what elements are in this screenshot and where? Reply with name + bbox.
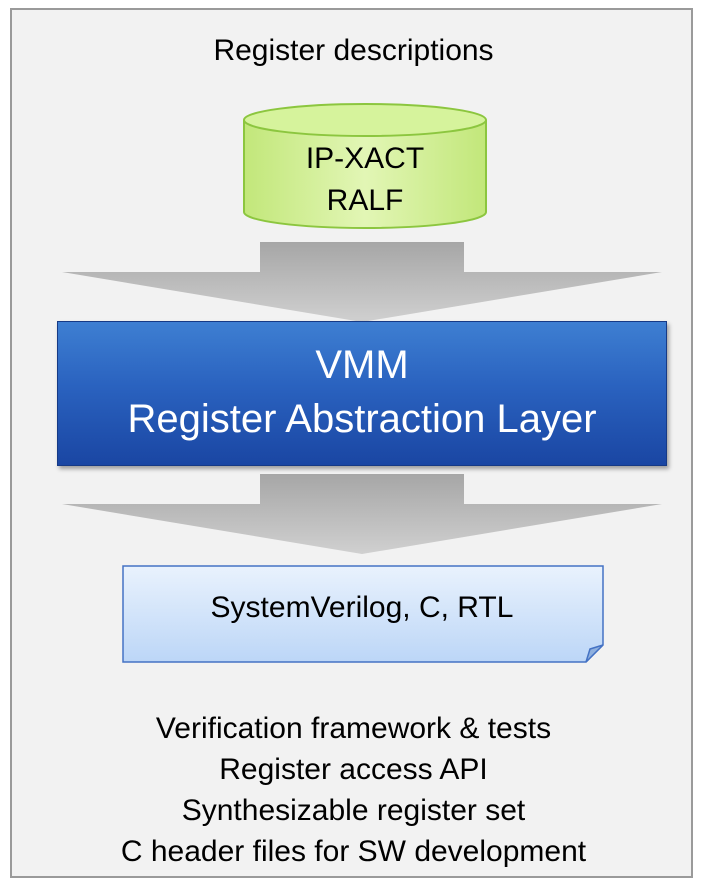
document-shape-icon [122,565,604,663]
outputs-list: Verification framework & tests Register … [0,708,707,872]
output-document-label: SystemVerilog, C, RTL [210,591,514,624]
down-arrow-icon [62,474,662,554]
register-abstraction-layer-box [57,321,667,466]
output-item: Register access API [219,753,488,786]
layer-line-2: Register Abstraction Layer [127,397,597,441]
output-item: Verification framework & tests [155,712,552,745]
layer-line-1: VMM [315,343,409,387]
register-abstraction-layer-label: VMM Register Abstraction Layer [57,338,667,446]
diagram-title: Register descriptions [213,34,494,67]
database-line-2: RALF [326,184,404,217]
database-line-1: IP-XACT [305,142,425,175]
database-label: IP-XACT RALF [240,138,490,222]
output-item: C header files for SW development [120,835,587,868]
database-cylinder-icon [243,103,487,229]
down-arrow-icon [62,242,662,322]
output-item: Synthesizable register set [181,794,526,827]
